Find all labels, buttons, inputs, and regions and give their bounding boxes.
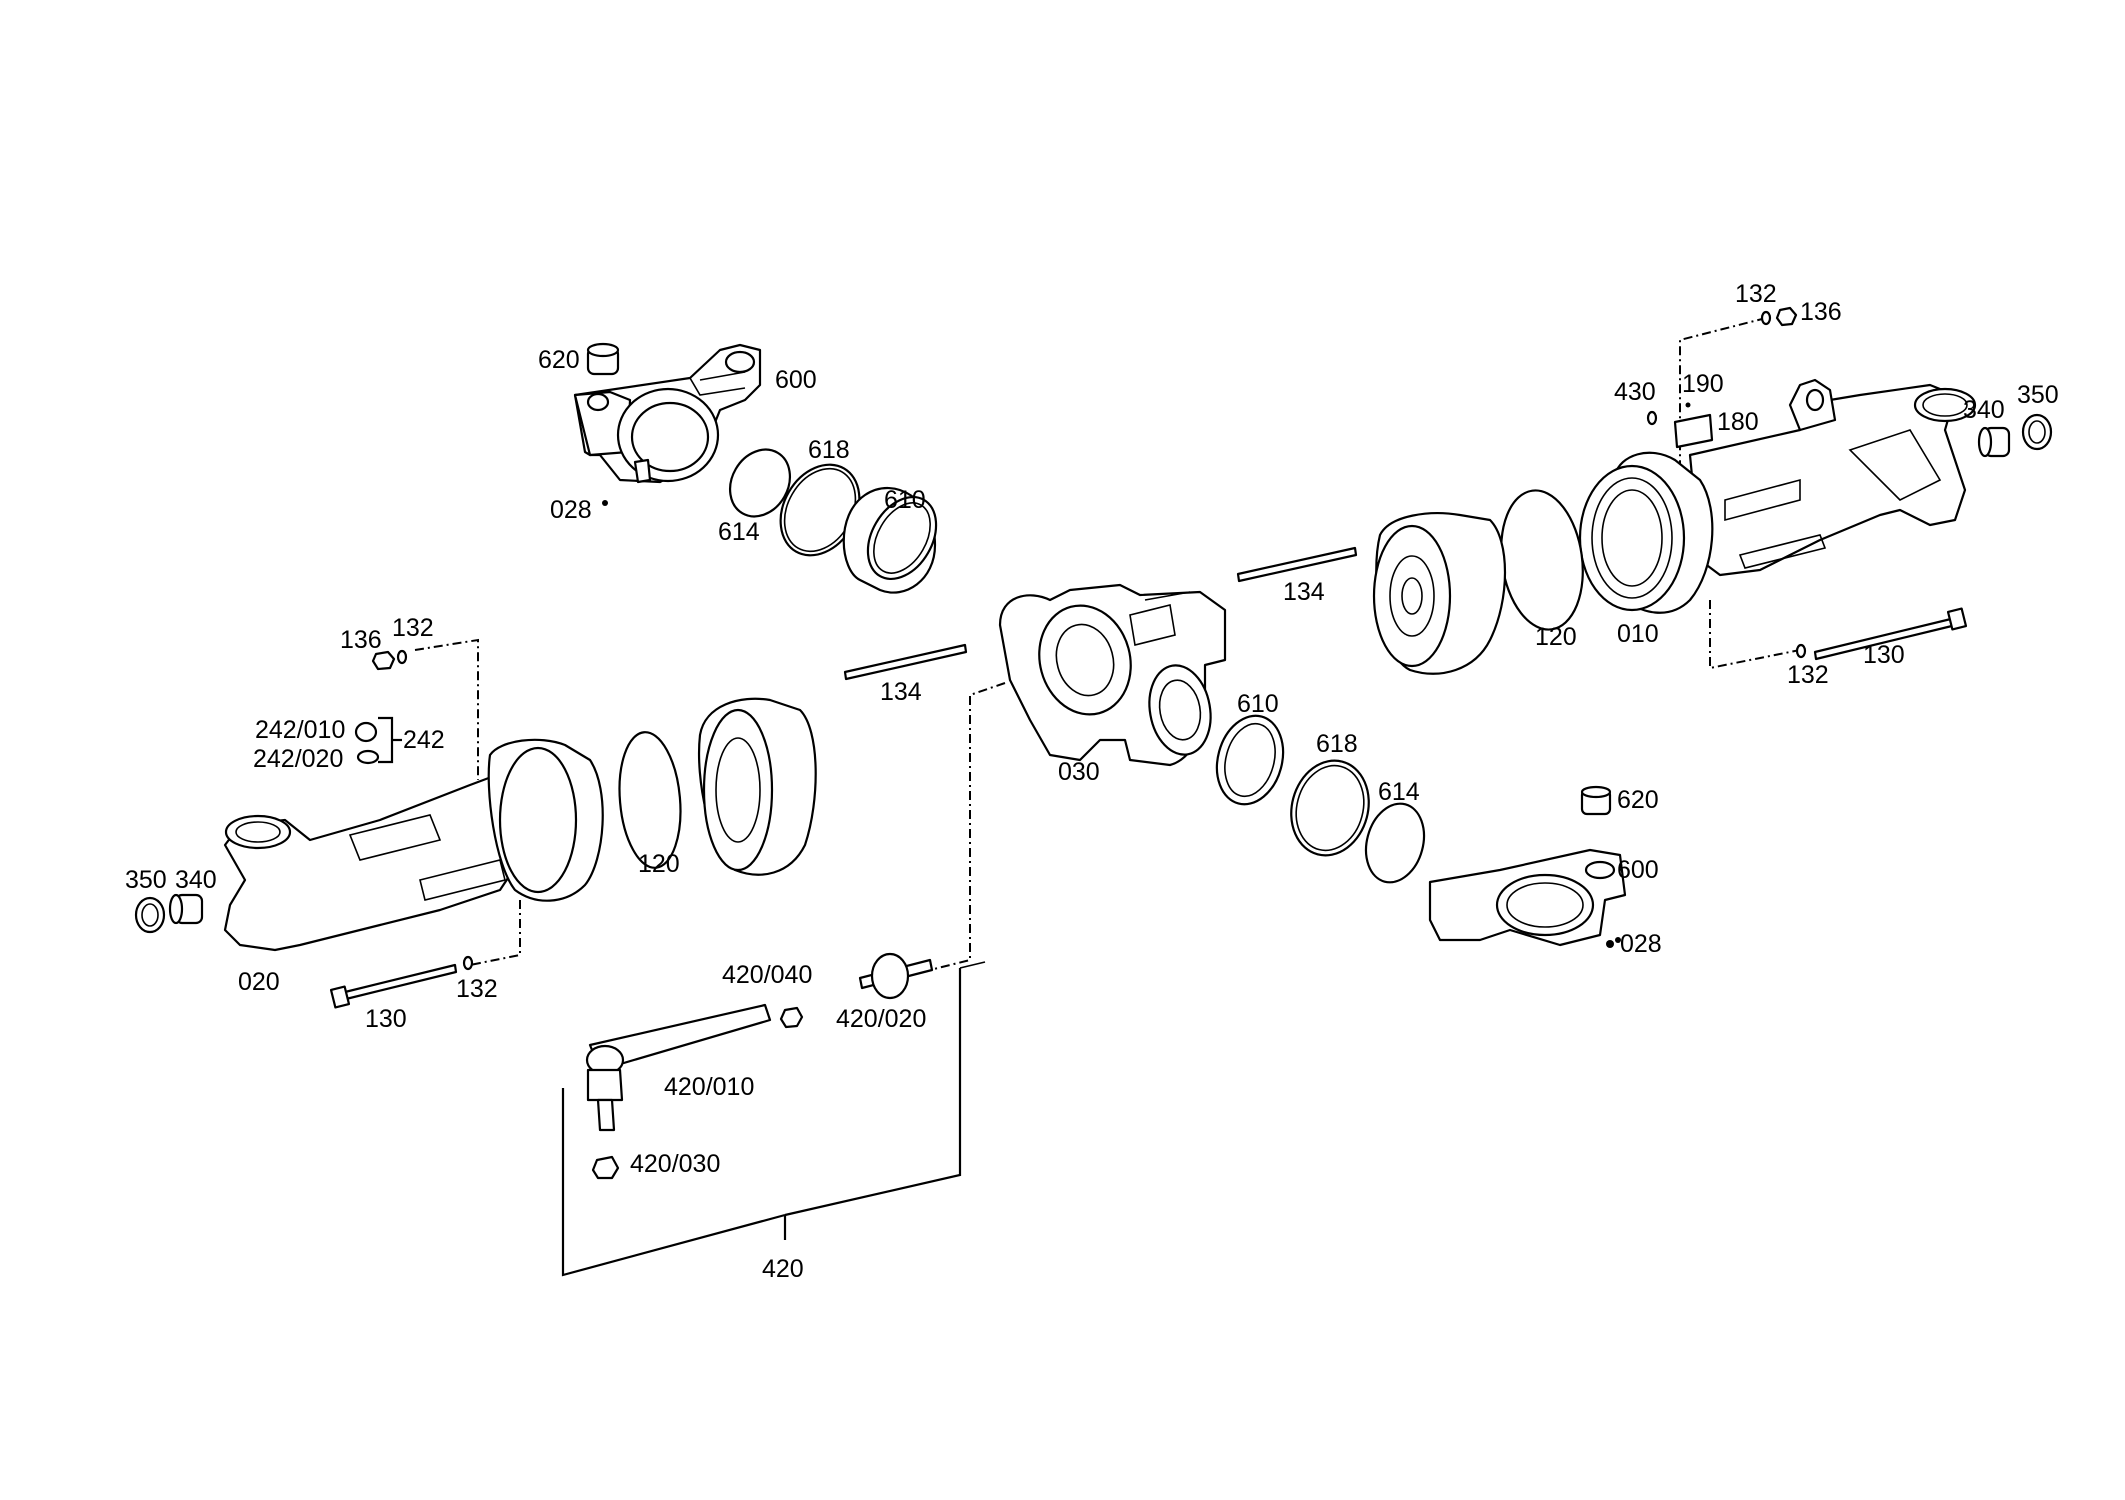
oring-120-left bbox=[618, 731, 682, 869]
ring-618-center bbox=[1290, 759, 1370, 857]
label-420-030: 420/030 bbox=[630, 1150, 720, 1178]
label-028-bottom: 028 bbox=[1620, 930, 1662, 958]
nut-136-left bbox=[371, 650, 396, 671]
label-190: 190 bbox=[1682, 370, 1724, 398]
swing-arm-bottom-right bbox=[1428, 848, 1627, 947]
brake-pack-left bbox=[697, 697, 817, 876]
label-340-left: 340 bbox=[175, 866, 217, 894]
bolt-130-right bbox=[1813, 607, 1968, 661]
swing-arm-top-left bbox=[573, 343, 762, 484]
label-134-left: 134 bbox=[880, 678, 922, 706]
label-618-top: 618 bbox=[808, 436, 850, 464]
label-120-left: 120 bbox=[638, 850, 680, 878]
label-132-right: 132 bbox=[1787, 661, 1829, 689]
label-430: 430 bbox=[1614, 378, 1656, 406]
axle-housing-010 bbox=[1578, 378, 1977, 614]
washer-132-top-right bbox=[1760, 310, 1772, 326]
bolt-130-left bbox=[329, 963, 458, 1009]
washer-132-right bbox=[1795, 643, 1807, 659]
bushing-340-left bbox=[168, 893, 204, 925]
label-010: 010 bbox=[1617, 620, 1659, 648]
bushing-620-top bbox=[586, 342, 620, 376]
label-020: 020 bbox=[238, 968, 280, 996]
part-430 bbox=[1646, 410, 1658, 426]
label-130-right: 130 bbox=[1863, 641, 1905, 669]
tie-rod-420 bbox=[585, 952, 934, 1180]
label-614-center: 614 bbox=[1378, 778, 1420, 806]
label-620-bottom: 620 bbox=[1617, 786, 1659, 814]
label-242-010: 242/010 bbox=[255, 716, 345, 744]
label-132-top-right: 132 bbox=[1735, 280, 1777, 308]
label-420-020: 420/020 bbox=[836, 1005, 926, 1033]
oring-120-right bbox=[1500, 489, 1584, 631]
label-242-020: 242/020 bbox=[253, 745, 343, 773]
label-136-left: 136 bbox=[340, 626, 382, 654]
label-420-010: 420/010 bbox=[664, 1073, 754, 1101]
seal-242-020 bbox=[356, 749, 380, 765]
seal-ring-614-top bbox=[728, 448, 792, 518]
brake-pack-right bbox=[1372, 512, 1507, 675]
label-620-top: 620 bbox=[538, 346, 580, 374]
plug-242-010 bbox=[354, 721, 378, 743]
washer-132-left bbox=[462, 955, 474, 971]
label-614-top: 614 bbox=[718, 518, 760, 546]
label-610-top: 610 bbox=[884, 486, 926, 514]
label-132-left: 132 bbox=[456, 975, 498, 1003]
part-labels: 620 600 618 610 614 028 132 136 430 190 … bbox=[125, 280, 2059, 1283]
label-242: 242 bbox=[403, 726, 445, 754]
label-618-center: 618 bbox=[1316, 730, 1358, 758]
label-028-top: 028 bbox=[550, 496, 592, 524]
label-420-040: 420/040 bbox=[722, 961, 812, 989]
label-600-top: 600 bbox=[775, 366, 817, 394]
label-136-top-right: 136 bbox=[1800, 298, 1842, 326]
bearing-sleeve-610-top bbox=[842, 486, 938, 594]
label-340-right: 340 bbox=[1963, 396, 2005, 424]
label-120-right: 120 bbox=[1535, 623, 1577, 651]
label-132-left-top: 132 bbox=[392, 614, 434, 642]
label-130-left: 130 bbox=[365, 1005, 407, 1033]
axle-housing-020 bbox=[223, 738, 604, 952]
stud-134-left bbox=[843, 643, 968, 681]
nut-136-top-right bbox=[1775, 306, 1798, 327]
bushing-620-bottom bbox=[1580, 785, 1612, 816]
center-housing-030 bbox=[998, 583, 1227, 767]
stud-134-right bbox=[1236, 546, 1358, 583]
seal-350-left bbox=[134, 896, 166, 934]
label-180: 180 bbox=[1717, 408, 1759, 436]
label-350-left: 350 bbox=[125, 866, 167, 894]
plate-180-190 bbox=[1673, 402, 1714, 449]
label-134-right: 134 bbox=[1283, 578, 1325, 606]
seal-ring-614-center bbox=[1364, 802, 1426, 884]
washer-132-left-top bbox=[396, 649, 408, 665]
label-030: 030 bbox=[1058, 758, 1100, 786]
label-610-center: 610 bbox=[1237, 690, 1279, 718]
label-350-right: 350 bbox=[2017, 381, 2059, 409]
bearing-sleeve-610-center bbox=[1215, 714, 1285, 806]
label-420: 420 bbox=[762, 1255, 804, 1283]
bushing-340-right bbox=[1977, 426, 2011, 458]
seal-350-right bbox=[2021, 413, 2053, 451]
label-600-bottom: 600 bbox=[1617, 856, 1659, 884]
